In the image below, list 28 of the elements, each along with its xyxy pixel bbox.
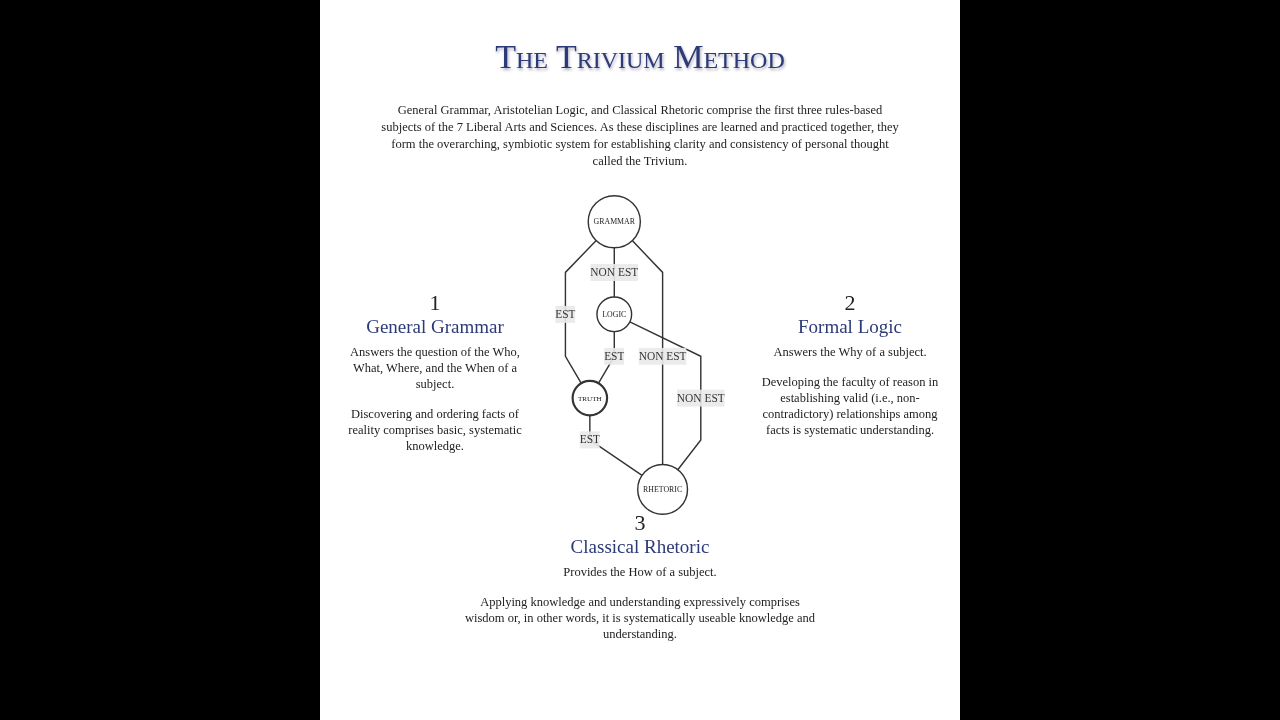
description-text: Provides the How of a subject.	[562, 564, 718, 580]
connector	[564, 239, 597, 384]
connector	[597, 330, 615, 384]
description-text: Developing the faculty of reason in establishing valid (i.e., non-contradictory) relationships among facts is systematic understanding.	[760, 374, 940, 438]
edge-label: NON EST	[590, 265, 639, 279]
edge-label: NON EST	[638, 349, 687, 362]
node-circle	[596, 296, 633, 333]
section-heading: General Grammar	[365, 316, 505, 338]
connector	[631, 239, 664, 466]
description-text: Answers the Why of a subject.	[772, 344, 928, 360]
edge-label: EST	[579, 433, 600, 446]
edge-label: EST	[555, 307, 576, 321]
edge-label: EST	[604, 349, 625, 362]
node-circle	[571, 379, 609, 417]
intro-paragraph: General Grammar, Aristotelian Logic, and Classical Rhetoric comprise the first three rules-based subjects of the 7 Liberal Arts and Sciences. As these disciplines are learned and practiced together, they form the overarching, symbiotic system for establishing clarity and consistency of personal thought called the Trivium.	[380, 102, 900, 170]
description-text: Applying knowledge and understanding expressively comprises wisdom or, in other words, it is systematically useable knowledge and understanding.	[463, 594, 817, 642]
section-heading: Formal Logic	[797, 316, 903, 338]
node-circle	[637, 463, 689, 515]
section-number: 1	[428, 290, 442, 316]
connector	[629, 321, 702, 471]
title: The Trivium Method	[494, 38, 786, 76]
description-text: Discovering and ordering facts of reality comprises basic, systematic knowledge.	[347, 406, 523, 454]
section-number: 2	[843, 290, 857, 316]
description-text: Answers the question of the Who, What, Where, and the When of a subject.	[349, 344, 521, 392]
section-heading: Classical Rhetoric	[569, 536, 711, 558]
edge-label: NON EST	[676, 391, 725, 404]
node-circle	[587, 195, 642, 249]
section-number: 3	[633, 510, 647, 536]
